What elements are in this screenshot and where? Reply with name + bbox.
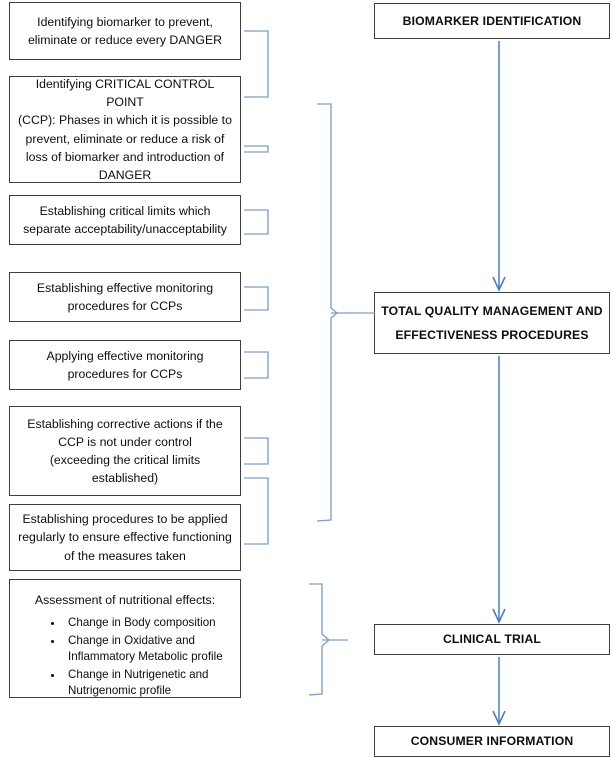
outcome-box-biomarker-identification[interactable]: BIOMARKER IDENTIFICATION xyxy=(374,3,610,39)
step-3-line-2: separate acceptability/unacceptability xyxy=(23,222,227,236)
step-4-line-1: Establishing effective monitoring xyxy=(36,280,214,295)
step-7-line-1: Establishing procedures to be applied xyxy=(22,512,228,527)
process-box-step-7[interactable]: Establishing procedures to be applied re… xyxy=(9,504,241,571)
step-3-line-1: Establishing critical limits which xyxy=(39,203,211,218)
step-7-line-3: of the measures taken xyxy=(64,548,186,563)
step-1-line-1: Identifying biomarker to prevent, xyxy=(37,14,213,29)
biomarker-identification-label: BIOMARKER IDENTIFICATION xyxy=(402,13,582,28)
bracket-step-1 xyxy=(244,30,269,98)
assessment-bullet-1: Change in Body composition xyxy=(64,615,232,631)
step-2-line-1: Identifying CRITICAL CONTROL POINT xyxy=(35,76,215,110)
brace-assessment-to-clinical-trial xyxy=(308,583,348,696)
step-7-line-2: regularly to ensure effective functionin… xyxy=(18,530,232,545)
step-6-line-4: established) xyxy=(91,471,159,486)
assessment-bullet-3: Change in Nutrigenetic and Nutrigenomic … xyxy=(64,667,232,700)
arrow-biomarker-to-total-quality xyxy=(492,41,506,292)
total-quality-management-line-2: EFFECTIVENESS PROCEDURES xyxy=(395,328,589,342)
step-1-line-2: eliminate or reduce every DANGER xyxy=(27,33,223,47)
outcome-box-total-quality-management[interactable]: TOTAL QUALITY MANAGEMENT AND EFFECTIVENE… xyxy=(374,292,610,354)
process-box-step-1[interactable]: Identifying biomarker to prevent, elimin… xyxy=(9,2,241,60)
step-5-line-2: procedures for CCPs xyxy=(67,367,183,381)
bracket-step-4 xyxy=(244,286,269,311)
consumer-information-label: CONSUMER INFORMATION xyxy=(410,734,574,749)
step-6-line-3: (exceeding the critical limits xyxy=(49,453,201,467)
bracket-step-7 xyxy=(244,477,269,545)
clinical-trial-label: CLINICAL TRIAL xyxy=(442,632,541,647)
assessment-bullet-list: Change in Body composition Change in Oxi… xyxy=(18,615,232,700)
bracket-step-3 xyxy=(244,209,269,235)
step-2-line-4: loss of biomarker and introduction of xyxy=(25,149,225,164)
bracket-step-2 xyxy=(244,145,269,153)
step-6-line-2: CCP is not under control xyxy=(58,434,192,449)
total-quality-management-line-1: TOTAL QUALITY MANAGEMENT AND xyxy=(381,303,603,318)
step-5-line-1: Applying effective monitoring xyxy=(46,348,204,363)
assessment-title: Assessment of nutritional effects: xyxy=(34,593,216,607)
step-2-line-2: (CCP): Phases in which it is possible to xyxy=(18,113,232,128)
process-box-step-2[interactable]: Identifying CRITICAL CONTROL POINT (CCP)… xyxy=(9,76,241,183)
process-box-step-5[interactable]: Applying effective monitoring procedures… xyxy=(9,340,241,390)
outcome-box-consumer-information[interactable]: CONSUMER INFORMATION xyxy=(374,726,610,757)
arrow-clinical-trial-to-consumer-information xyxy=(492,657,506,726)
bracket-step-6 xyxy=(244,437,269,465)
assessment-bullet-2: Change in Oxidative and Inflammatory Met… xyxy=(64,633,232,666)
process-box-assessment[interactable]: Assessment of nutritional effects: Chang… xyxy=(9,579,241,698)
arrow-total-quality-to-clinical-trial xyxy=(492,356,506,624)
brace-steps-to-total-quality-management xyxy=(316,103,375,522)
process-box-step-3[interactable]: Establishing critical limits which separ… xyxy=(9,195,241,245)
step-4-line-2: procedures for CCPs xyxy=(67,299,183,313)
process-box-step-6[interactable]: Establishing corrective actions if the C… xyxy=(9,406,241,496)
outcome-box-clinical-trial[interactable]: CLINICAL TRIAL xyxy=(374,624,610,655)
step-2-line-3: prevent, eliminate or reduce a risk of xyxy=(25,131,225,146)
bracket-step-5 xyxy=(244,351,269,379)
process-box-step-4[interactable]: Establishing effective monitoring proced… xyxy=(9,272,241,322)
step-6-line-1: Establishing corrective actions if the xyxy=(27,416,223,431)
step-2-line-5: DANGER xyxy=(98,167,152,182)
